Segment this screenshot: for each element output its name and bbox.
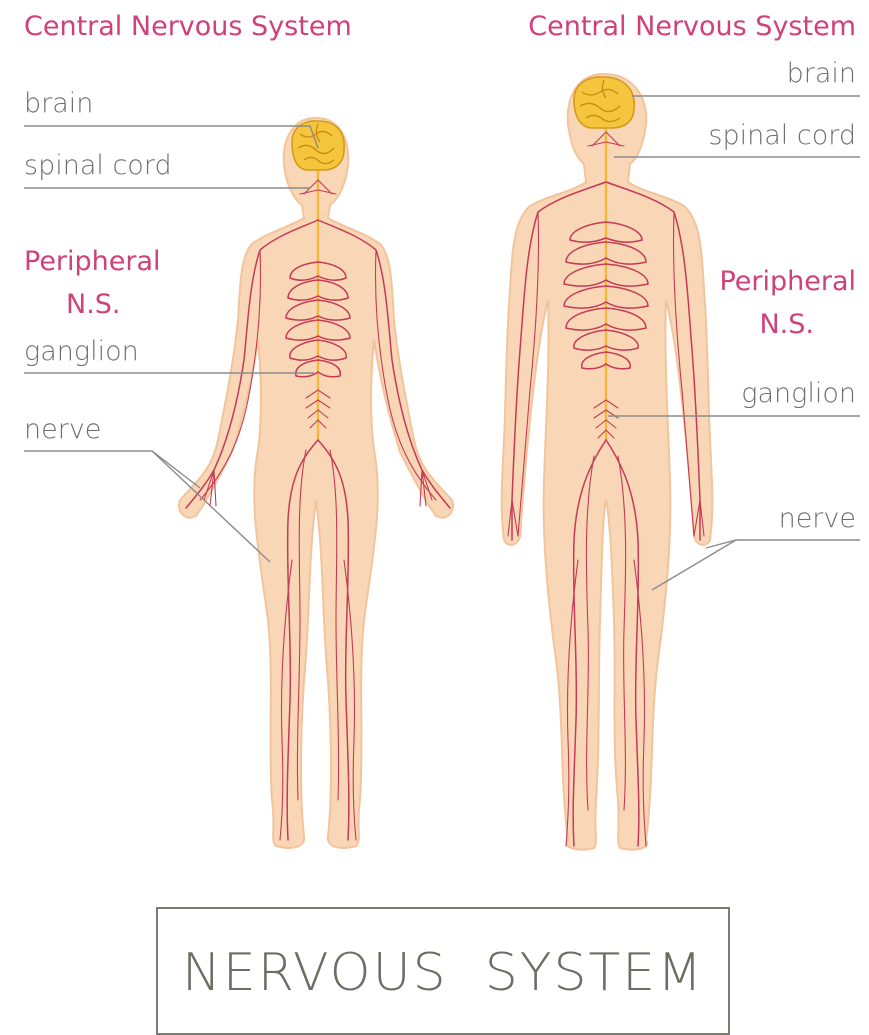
page-title: NERVOUS SYSTEM bbox=[182, 943, 704, 1003]
right-peripheral-label-line1: Peripheral bbox=[719, 266, 856, 297]
left-nerve-label: nerve bbox=[24, 414, 101, 445]
right-ganglion-label: ganglion bbox=[741, 378, 856, 409]
left-peripheral-label-line2: N.S. bbox=[66, 289, 121, 320]
right-peripheral-label-line2: N.S. bbox=[759, 309, 814, 340]
male-brain bbox=[574, 77, 634, 128]
left-peripheral-label-line1: Peripheral bbox=[24, 246, 161, 277]
female-brain bbox=[292, 121, 344, 170]
right-cns-header: Central Nervous System bbox=[528, 11, 856, 42]
left-nerve-leader bbox=[24, 451, 200, 488]
right-spinal-cord-label: spinal cord bbox=[708, 120, 856, 151]
left-brain-label: brain bbox=[24, 88, 93, 119]
right-brain-label: brain bbox=[787, 58, 856, 89]
left-ganglion-label: ganglion bbox=[24, 336, 139, 367]
title-box: NERVOUS SYSTEM bbox=[156, 907, 730, 1035]
left-brain-leader bbox=[24, 126, 318, 148]
left-cns-header: Central Nervous System bbox=[24, 11, 352, 42]
female-figure bbox=[179, 118, 453, 848]
right-nerve-label: nerve bbox=[779, 503, 856, 534]
male-figure bbox=[502, 74, 713, 850]
female-body-silhouette bbox=[179, 118, 453, 848]
left-spinal-cord-label: spinal cord bbox=[24, 150, 172, 181]
